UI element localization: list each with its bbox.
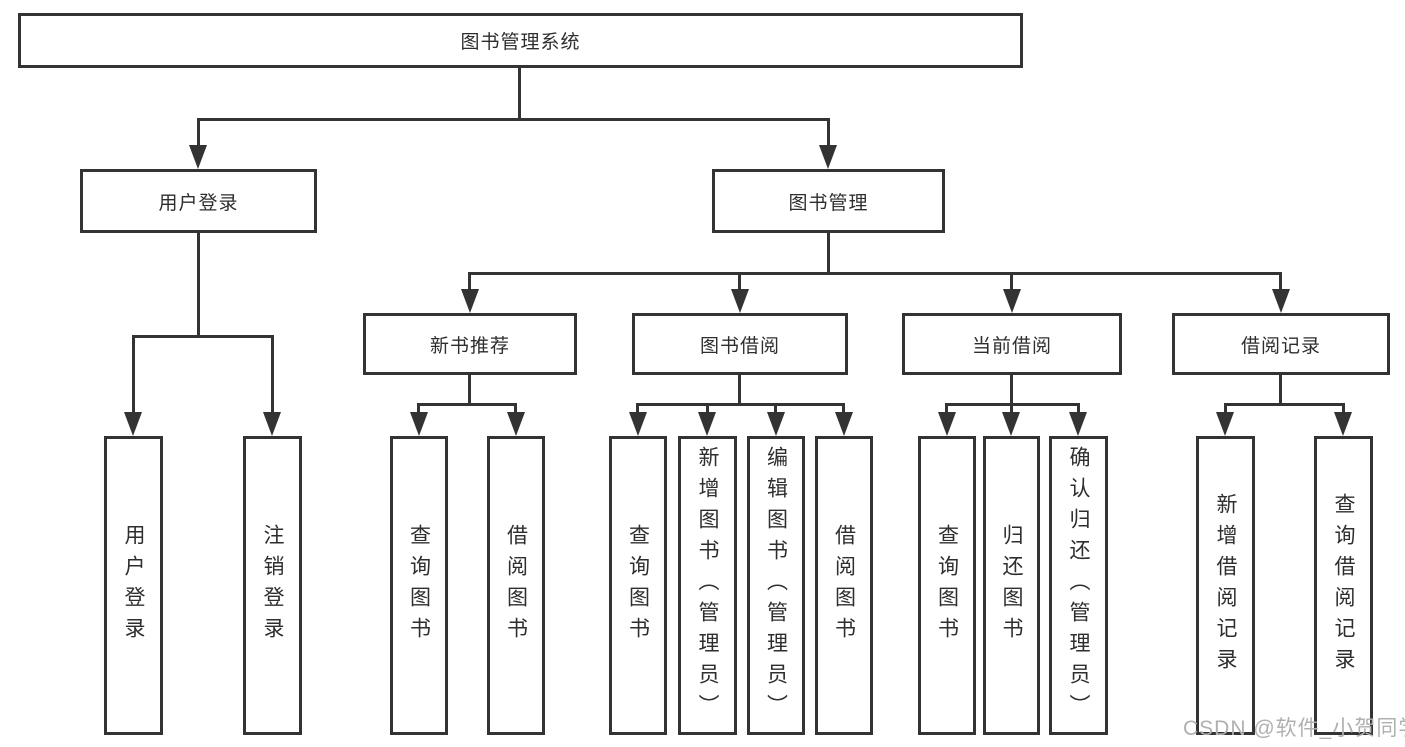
connector-line: [738, 272, 741, 292]
connector-line: [1077, 403, 1080, 415]
connector-line: [197, 118, 830, 121]
connector-line: [271, 335, 274, 417]
connector-line: [1224, 403, 1227, 415]
connector-line: [468, 375, 471, 406]
node-borrowing-records: 借阅记录: [1172, 313, 1390, 375]
connector-line: [827, 233, 830, 275]
connector-line: [706, 403, 709, 415]
arrowhead-down-icon: [1069, 412, 1087, 436]
connector-line: [514, 403, 517, 415]
connector-line: [132, 335, 274, 338]
connector-line: [945, 403, 948, 415]
leaf-confirm-return-admin: 确认归还（管理员）: [1049, 436, 1108, 735]
node-user-login: 用户登录: [80, 169, 317, 233]
connector-line: [468, 272, 471, 292]
arrowhead-down-icon: [1003, 289, 1021, 313]
arrowhead-down-icon: [263, 412, 281, 436]
arrowhead-down-icon: [507, 412, 525, 436]
leaf-borrow-books-borrowing: 借阅图书: [815, 436, 873, 735]
arrowhead-down-icon: [767, 412, 785, 436]
node-book-borrowing: 图书借阅: [632, 313, 848, 375]
leaf-user-login: 用户登录: [104, 436, 163, 735]
arrowhead-down-icon: [938, 412, 956, 436]
connector-line: [1279, 272, 1282, 292]
connector-line: [636, 403, 639, 415]
leaf-edit-books-admin: 编辑图书（管理员）: [747, 436, 805, 735]
arrowhead-down-icon: [1216, 412, 1234, 436]
connector-line: [417, 403, 517, 406]
connector-line: [468, 272, 1282, 275]
leaf-borrow-books-recommend: 借阅图书: [487, 436, 545, 735]
arrowhead-down-icon: [629, 412, 647, 436]
connector-line: [518, 68, 521, 121]
connector-line: [1224, 403, 1344, 406]
connector-line: [1279, 375, 1282, 406]
connector-line: [1342, 403, 1345, 415]
node-book-management: 图书管理: [712, 169, 945, 233]
connector-line: [1010, 375, 1013, 406]
leaf-query-books-borrowing: 查询图书: [609, 436, 667, 735]
connector-line: [774, 403, 777, 415]
arrowhead-down-icon: [1272, 289, 1290, 313]
leaf-query-borrow-record: 查询借阅记录: [1314, 436, 1373, 735]
connector-line: [132, 335, 135, 417]
arrowhead-down-icon: [731, 289, 749, 313]
leaf-add-books-admin: 新增图书（管理员）: [678, 436, 737, 735]
csdn-watermark: CSDN @软件_小贺同学: [1183, 717, 1405, 740]
connector-line: [1010, 403, 1013, 415]
node-new-book-recommendation: 新书推荐: [363, 313, 577, 375]
node-library-management-system: 图书管理系统: [18, 13, 1023, 68]
arrowhead-down-icon: [819, 145, 837, 169]
leaf-add-borrow-record: 新增借阅记录: [1196, 436, 1255, 735]
arrowhead-down-icon: [124, 412, 142, 436]
arrowhead-down-icon: [1002, 412, 1020, 436]
node-current-borrowing: 当前借阅: [902, 313, 1122, 375]
connector-line: [1010, 272, 1013, 292]
connector-line: [417, 403, 420, 415]
arrowhead-down-icon: [698, 412, 716, 436]
connector-line: [842, 403, 845, 415]
arrowhead-down-icon: [461, 289, 479, 313]
leaf-return-books: 归还图书: [983, 436, 1040, 735]
leaf-logout: 注销登录: [243, 436, 302, 735]
arrowhead-down-icon: [410, 412, 428, 436]
leaf-query-books-recommend: 查询图书: [390, 436, 448, 735]
connector-line: [197, 233, 200, 338]
connector-line: [197, 118, 200, 149]
connector-line: [738, 375, 741, 406]
connector-line: [827, 118, 830, 149]
arrowhead-down-icon: [189, 145, 207, 169]
leaf-query-books-current: 查询图书: [918, 436, 976, 735]
arrowhead-down-icon: [1334, 412, 1352, 436]
arrowhead-down-icon: [835, 412, 853, 436]
connector-line: [636, 403, 845, 406]
